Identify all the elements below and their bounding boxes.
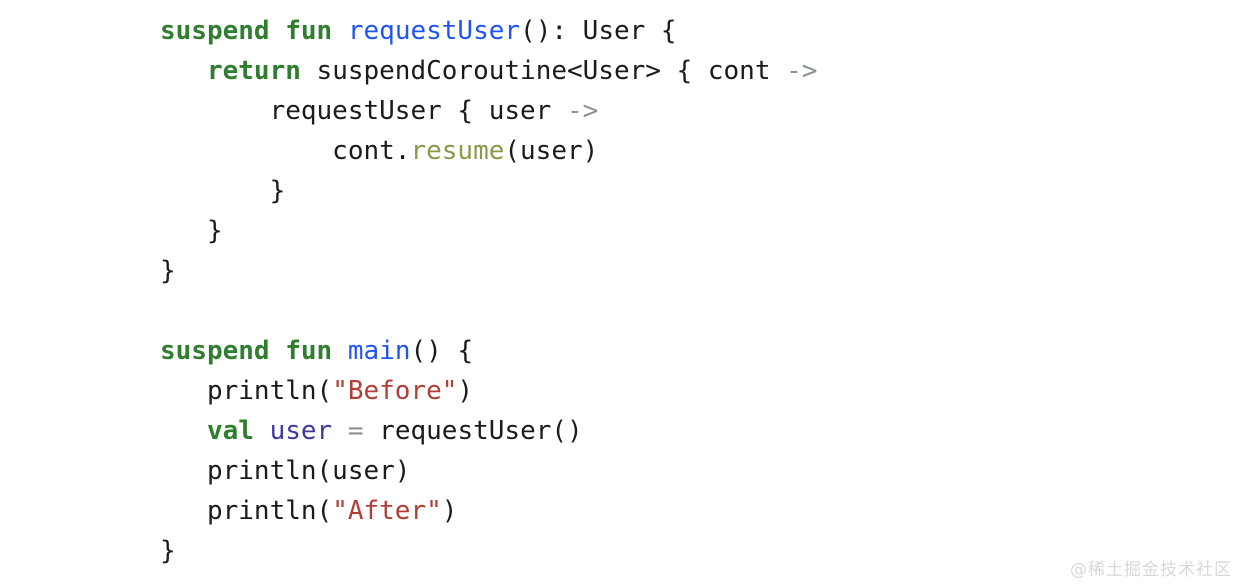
code-token-plain bbox=[160, 56, 207, 86]
code-token-plain bbox=[332, 336, 348, 366]
code-line: cont.resume(user) bbox=[160, 131, 817, 171]
code-token-plain bbox=[332, 16, 348, 46]
code-line bbox=[160, 291, 817, 331]
code-line: println("Before") bbox=[160, 371, 817, 411]
code-token-plain: } bbox=[160, 176, 286, 206]
code-line: } bbox=[160, 211, 817, 251]
watermark: @稀土掘金技术社区 bbox=[1070, 560, 1232, 580]
code-token-plain: } bbox=[160, 256, 176, 286]
code-line: println("After") bbox=[160, 491, 817, 531]
kotlin-code-block: suspend fun requestUser(): User { return… bbox=[160, 11, 817, 571]
code-token-plain: ) bbox=[441, 496, 458, 526]
code-line: println(user) bbox=[160, 451, 817, 491]
code-token-plain: requestUser() bbox=[363, 416, 583, 446]
code-token-keyword: suspend bbox=[160, 16, 270, 46]
code-token-function: main bbox=[347, 336, 411, 366]
code-token-plain bbox=[270, 16, 286, 46]
code-token-variable: user bbox=[269, 416, 333, 446]
code-token-operator: = bbox=[347, 416, 364, 446]
code-token-plain: cont. bbox=[160, 136, 411, 166]
code-token-plain: suspendCoroutine<User> { cont bbox=[300, 56, 787, 86]
code-token-extension: resume bbox=[410, 136, 505, 166]
code-token-plain: println( bbox=[160, 376, 333, 406]
code-token-keyword: val bbox=[206, 416, 254, 446]
code-line: requestUser { user -> bbox=[160, 91, 817, 131]
code-line: } bbox=[160, 171, 817, 211]
code-token-plain: (user) bbox=[504, 136, 599, 166]
code-token-string: "Before" bbox=[332, 376, 458, 406]
code-token-plain: println( bbox=[160, 496, 333, 526]
code-token-plain bbox=[160, 416, 207, 446]
code-line: suspend fun main() { bbox=[160, 331, 817, 371]
code-token-plain bbox=[332, 416, 348, 446]
code-token-plain: } bbox=[160, 536, 176, 566]
code-line: } bbox=[160, 251, 817, 291]
code-token-function: requestUser bbox=[347, 16, 521, 46]
code-token-plain: (): User { bbox=[520, 16, 677, 46]
code-token-plain: requestUser { user bbox=[160, 96, 567, 126]
code-line: suspend fun requestUser(): User { bbox=[160, 11, 817, 51]
code-line: val user = requestUser() bbox=[160, 411, 817, 451]
code-token-keyword: fun bbox=[285, 16, 333, 46]
code-token-plain: } bbox=[160, 216, 223, 246]
code-token-plain bbox=[270, 336, 286, 366]
code-token-keyword: return bbox=[206, 56, 301, 86]
code-token-operator: -> bbox=[786, 56, 818, 86]
code-line: } bbox=[160, 531, 817, 571]
code-token-keyword: fun bbox=[285, 336, 333, 366]
code-token-operator: -> bbox=[567, 96, 599, 126]
code-token-plain: ) bbox=[457, 376, 474, 406]
code-token-keyword: suspend bbox=[160, 336, 270, 366]
code-token-plain bbox=[254, 416, 270, 446]
code-token-string: "After" bbox=[332, 496, 442, 526]
code-token-plain: println(user) bbox=[160, 456, 411, 486]
code-line: return suspendCoroutine<User> { cont -> bbox=[160, 51, 818, 91]
code-token-plain: () { bbox=[410, 336, 474, 366]
